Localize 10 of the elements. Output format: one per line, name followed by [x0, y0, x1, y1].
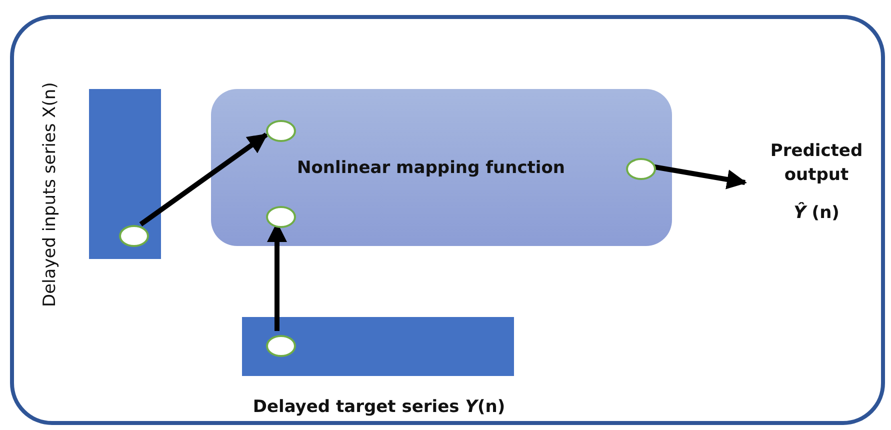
port-circle	[626, 158, 656, 180]
port-circle	[266, 120, 296, 142]
process-box	[211, 89, 672, 246]
output-label: Predicted output	[769, 140, 864, 187]
output-symbol: Ŷ (n)	[792, 201, 840, 225]
process-label: Nonlinear mapping function	[296, 158, 566, 178]
bar-label: Delayed target series Y(n)	[252, 397, 506, 417]
frame-box	[10, 15, 885, 425]
port-circle	[266, 206, 296, 228]
arrow	[139, 132, 268, 226]
